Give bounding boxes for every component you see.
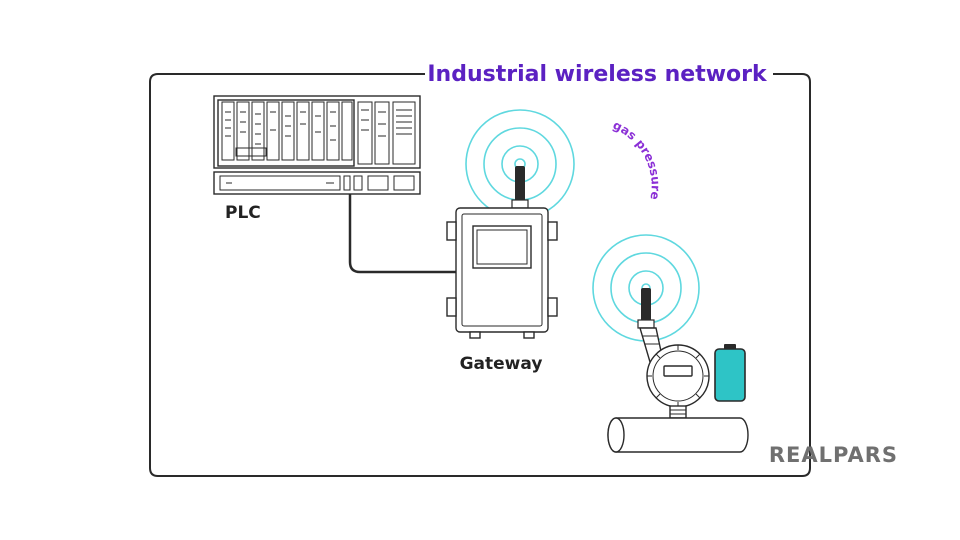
battery-icon (714, 344, 746, 402)
antenna-icon (511, 166, 529, 209)
gas-pressure-text: gas pressure (611, 118, 663, 201)
plc-label: PLC (225, 203, 261, 223)
plc-gateway-cable (348, 194, 456, 274)
gateway-icon (446, 207, 558, 339)
plc-rack-icon (213, 95, 421, 195)
gas-pressure-signal-label: gas pressure (611, 118, 663, 201)
network-frame (149, 73, 811, 477)
diagram-title: Industrial wireless network (427, 62, 768, 87)
pressure-transmitter-icon (639, 327, 710, 419)
pipe-icon (607, 417, 749, 453)
brand-logo: REALPARS (769, 443, 898, 467)
transmitter-antenna-icon (637, 288, 655, 329)
gateway-label: Gateway (460, 354, 543, 374)
